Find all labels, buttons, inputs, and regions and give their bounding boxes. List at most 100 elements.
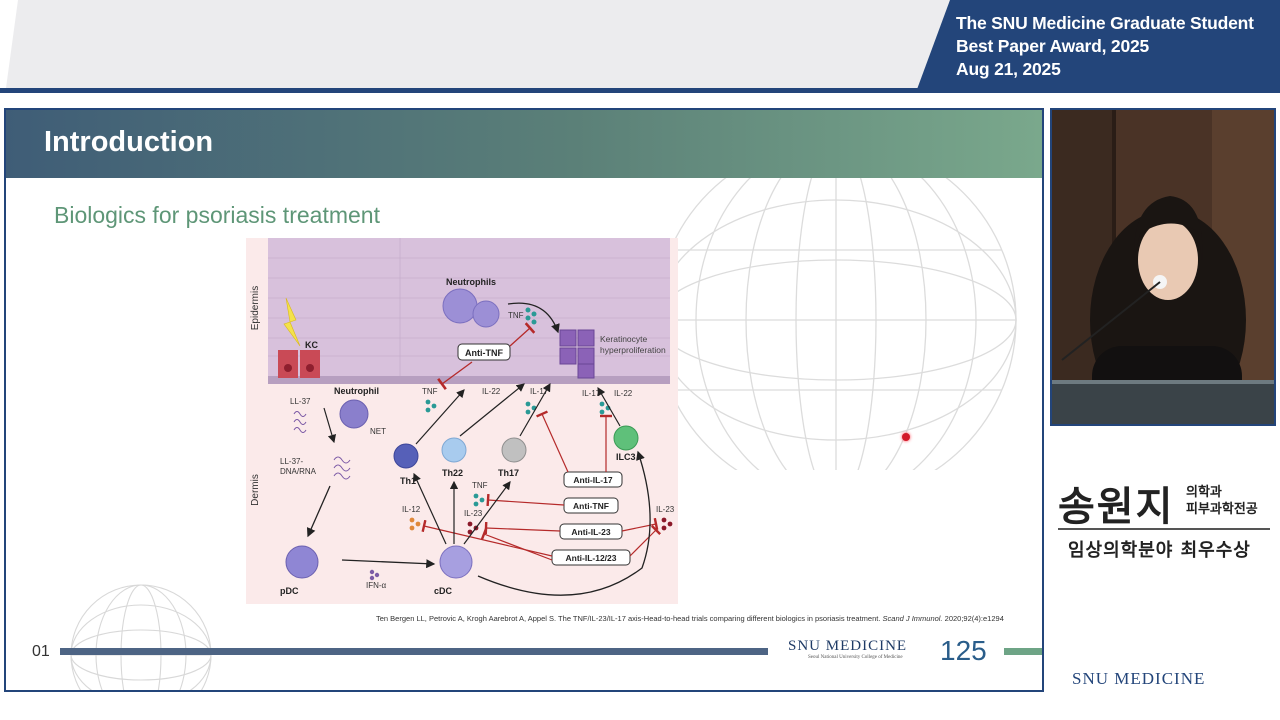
th22-cell — [441, 437, 467, 463]
anti-il1223-inhibit-right — [629, 524, 662, 557]
ifn-dots — [369, 569, 380, 581]
pdc-to-cdc-arrow — [341, 559, 436, 569]
keratinocyte-label-2: hyperproliferation — [600, 345, 666, 355]
th17-cell — [501, 437, 527, 463]
il12-label: IL-12 — [402, 505, 421, 514]
tnf-mid-label: TNF — [472, 481, 488, 490]
il17-b-label: IL-17 — [582, 389, 601, 398]
th1-cell — [393, 443, 419, 469]
ll37-peptides-icon — [293, 411, 307, 433]
cdc-to-ilc3-arrow — [477, 450, 651, 596]
speaker-department: 의학과 피부과학전공 — [1186, 484, 1258, 518]
anniversary-125-logo: 125 — [940, 635, 987, 666]
basement-membrane — [268, 376, 670, 384]
anti-tnf-inhibit — [486, 493, 565, 507]
page-number: 01 — [32, 643, 50, 660]
laser-pointer-dot — [902, 433, 910, 441]
il23-right-label: IL-23 — [656, 505, 675, 514]
name-divider — [1058, 528, 1270, 530]
citation: Ten Bergen LL, Petrovic A, Krogh Aarebro… — [376, 614, 1004, 623]
tnf-left-dots — [425, 399, 437, 413]
th1-arrow — [415, 389, 465, 445]
citation-text: Ten Bergen LL, Petrovic A, Krogh Aarebro… — [376, 614, 883, 623]
slide-title: Introduction — [44, 126, 214, 158]
anti-il17-label: Anti-IL-17 — [573, 475, 612, 485]
anti-il1223-inhibit-il23 — [480, 527, 553, 561]
il12-dots — [409, 517, 421, 531]
anti-il1223-box — [551, 549, 631, 566]
speaker-prize: 임상의학분야 최우수상 — [1068, 540, 1251, 561]
speaker-video-feed — [1050, 108, 1276, 426]
th17-arrow — [519, 382, 551, 437]
th22-label: Th22 — [442, 468, 463, 478]
tnf-left-label: TNF — [422, 387, 438, 396]
anti-il1223-inhibit-il12 — [421, 519, 553, 557]
ll37-dna-label-1: LL-37- — [280, 457, 303, 466]
ll37-label: LL-37 — [290, 397, 311, 406]
th1-label: Th1 — [400, 476, 416, 486]
banner-grey-panel — [6, 0, 952, 88]
kc-nucleus-1 — [284, 364, 292, 372]
ilc3-label: ILC3 — [616, 452, 636, 462]
neutrophil-label: Neutrophil — [334, 386, 379, 396]
keratinocyte-cluster — [559, 329, 595, 379]
anti-il1223-label: Anti-IL-12/23 — [565, 553, 616, 563]
ll37-dna-label-2: DNA/RNA — [280, 467, 317, 476]
cdc-to-th17-arrow — [463, 481, 511, 545]
banner-navy-panel — [916, 0, 1280, 92]
citation-tail: 2020;92(4):e1294 — [942, 614, 1004, 623]
anniversary-number: 125 — [940, 635, 987, 666]
award-line-1: The SNU Medicine Graduate Student — [956, 13, 1254, 33]
snu-medicine-logo: SNU MEDICINE Seoul National University C… — [788, 638, 907, 660]
footer-snu-medicine-logo: SNU MEDICINE — [1072, 669, 1206, 688]
th17-label: Th17 — [498, 468, 519, 478]
anti-il23-box — [559, 523, 623, 540]
anti-il17-box — [563, 471, 623, 488]
neutrophils-label: Neutrophils — [446, 277, 496, 287]
footer-bar — [60, 648, 768, 655]
epidermis-label: Epidermis — [250, 286, 261, 330]
logo-text: SNU MEDICINE — [788, 638, 908, 654]
department-line-1: 의학과 — [1186, 485, 1222, 500]
kc-nucleus-2 — [306, 364, 314, 372]
award-line-3: Aug 21, 2025 — [956, 59, 1061, 79]
anti-il17-inhibit-1 — [536, 410, 569, 473]
neutrophils-to-kc-arrow — [507, 302, 560, 334]
net-label: NET — [370, 427, 386, 436]
ilc3-arrow — [597, 386, 621, 427]
banner-underline — [0, 88, 1280, 93]
neutrophil-cell — [339, 399, 369, 429]
il22-b-label: IL-22 — [614, 389, 633, 398]
lightning-icon — [283, 297, 301, 347]
footer-bar-accent — [1004, 648, 1042, 655]
anti-tnf-top-label: Anti-TNF — [465, 348, 503, 358]
il22-a-label: IL-22 — [482, 387, 501, 396]
anti-tnf-top-inhibit-2 — [437, 361, 473, 391]
dermis-label: Dermis — [250, 474, 261, 506]
neutrophils-cell — [442, 288, 478, 324]
cdc-cell — [439, 545, 473, 579]
psoriasis-pathway-figure: Epidermis Dermis KC Neutrophils TNF Kera… — [246, 238, 678, 604]
anti-tnf-box — [563, 497, 619, 514]
il17-b-dots — [599, 401, 611, 415]
speaker-name: 송원지 — [1058, 484, 1175, 530]
neutrophils-cell-2 — [472, 300, 500, 328]
top-banner: The SNU Medicine Graduate Student Best P… — [0, 0, 1280, 95]
anti-tnf-top-box — [457, 343, 511, 361]
anti-il23-label: Anti-IL-23 — [571, 527, 610, 537]
pdc-label: pDC — [280, 586, 299, 596]
ll37-arrow — [323, 407, 336, 444]
ilc3-cell — [613, 425, 639, 451]
cdc-to-th1-arrow — [413, 472, 447, 545]
logo-subtext: Seoul National University College of Med… — [808, 655, 903, 660]
award-line-2: Best Paper Award, 2025 — [956, 36, 1150, 56]
ifn-label: IFN-α — [366, 581, 387, 590]
slide-subtitle: Biologics for psoriasis treatment — [54, 202, 380, 228]
keratinocyte-label-1: Keratinocyte — [600, 334, 648, 344]
anti-il23-inhibit — [484, 521, 561, 535]
cdc-label: cDC — [434, 586, 453, 596]
speaker-photo — [1052, 110, 1274, 424]
award-title: The SNU Medicine Graduate Student Best P… — [956, 12, 1254, 81]
presentation-slide: Introduction Biologics for psoriasis tre… — [4, 108, 1044, 692]
tnf-mid-dots — [473, 493, 485, 507]
